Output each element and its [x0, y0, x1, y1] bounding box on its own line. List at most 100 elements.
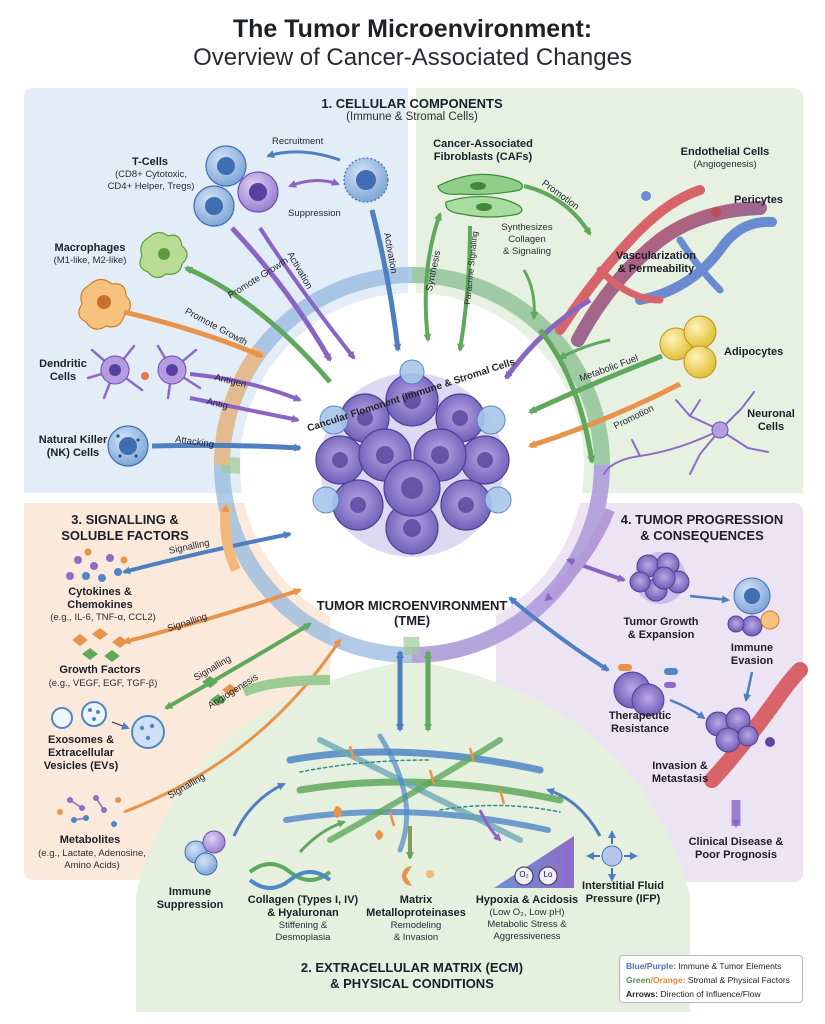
collagen-sub2: Desmoplasia — [275, 932, 331, 943]
neuron-icon — [603, 391, 769, 475]
synthesizes-line1: Synthesizes — [501, 222, 553, 233]
legend-row-blue: Blue/Purple: Immune & Tumor Elements — [626, 959, 796, 973]
resistance-icon — [613, 664, 678, 717]
mmp-line2: Metalloproteinases — [366, 907, 466, 919]
arrow-resistance-invasion — [669, 698, 706, 720]
legend-key-blue: Blue/Purple: — [626, 961, 677, 971]
metabolites-sub2: Amino Acids) — [64, 860, 120, 871]
arrow-tme-resistance — [508, 596, 610, 672]
arrow-promotion-orange — [528, 381, 682, 449]
arrow-immune-to-ecm — [232, 782, 286, 837]
center-label-1: TUMOR MICROENVIRONMENT — [316, 598, 508, 613]
arrow-growth-evasion — [689, 594, 730, 604]
page-title: The Tumor Microenvironment: — [232, 15, 593, 43]
hypoxia-o2-label: O₂ — [519, 870, 529, 879]
arrow-suppression — [288, 178, 340, 188]
collagen-line1: Collagen (Types I, IV) — [247, 894, 359, 906]
tumor-growth-line2: & Expansion — [627, 629, 695, 641]
arrow-signalling-4 — [123, 638, 342, 814]
exosomes-line2: Extracellular — [47, 747, 115, 759]
arrow-metabolic-fuel — [528, 353, 663, 415]
arrow-activation-purple — [230, 226, 333, 362]
hypoxia-icon — [494, 836, 574, 888]
mmp-line1: Matrix — [399, 894, 433, 906]
tumor-cluster — [312, 359, 512, 557]
section4-title2: & CONSEQUENCES — [640, 528, 764, 543]
label-suppression: Suppression — [288, 208, 341, 219]
arrow-promote-growth-green — [184, 265, 332, 384]
pericytes-label: Pericytes — [734, 194, 783, 206]
hypoxia-line1: Hypoxia & Acidosis — [475, 894, 579, 906]
blood-vessel-icon — [555, 185, 777, 347]
resistance-line1: Therapeutic — [608, 710, 672, 722]
immune-evasion-line1: Immune — [730, 642, 774, 654]
arrow-promotion-caf — [523, 184, 592, 236]
section2-title1: 2. EXTRACELLULAR MATRIX (ECM) — [300, 960, 524, 975]
tumor-growth-icon — [629, 552, 690, 604]
resistance-line2: Resistance — [610, 723, 670, 735]
invasion-line2: Metastasis — [651, 773, 709, 785]
arrow-collagen-to-ecm — [298, 820, 346, 854]
section1-title: 1. CELLULAR COMPONENTS — [321, 96, 503, 111]
arrow-tme-to-growth — [566, 558, 626, 582]
arrow-promote-growth-orange — [123, 309, 264, 359]
arrow-metabolic-small — [558, 338, 611, 360]
arrow-signalling-3 — [164, 622, 312, 710]
legend-key-green: Green — [626, 975, 651, 985]
clinical-line2: Poor Prognosis — [695, 849, 777, 861]
hypoxia-line2: (Low O₂, Low pH) — [489, 907, 565, 918]
section4-title1: 4. TUMOR PROGRESSION — [620, 512, 784, 527]
ifp-line1: Interstitial Fluid — [582, 880, 664, 892]
tumor-growth-line1: Tumor Growth — [623, 616, 699, 628]
exosome-icon — [51, 701, 165, 749]
macrophages-name: Macrophages — [54, 242, 126, 254]
arrow-paracrine — [457, 225, 472, 352]
legend-val-arrows: Direction of Influence/Flow — [660, 989, 761, 999]
label-recruitment: Recruitment — [272, 136, 324, 147]
growth-factors-sub: (e.g., VEGF, EGF, TGF-β) — [48, 678, 158, 689]
metabolites-sub1: (e.g., Lactate, Adenosine, — [38, 848, 146, 859]
invasion-line1: Invasion & — [652, 760, 708, 772]
nk-name1: Natural Killer — [38, 434, 108, 446]
immune-evasion-icon — [727, 577, 780, 637]
section3-title1: 3. SIGNALLING & — [71, 512, 179, 527]
exosomes-line1: Exosomes & — [47, 734, 115, 746]
tcell-icon — [193, 145, 389, 227]
arrow-ecm-to-hypoxia — [478, 809, 502, 842]
arrow-attacking — [151, 442, 302, 452]
hypoxia-lo-label: Lo — [543, 870, 553, 879]
arrow-activation-blue — [369, 209, 402, 352]
immune-evasion-line2: Evasion — [730, 655, 774, 667]
mmp-icon — [402, 866, 434, 886]
panel-ecm — [136, 660, 690, 1012]
vascular-line1: Vascularization — [615, 250, 697, 262]
immune-suppression-line1: Immune — [168, 886, 212, 898]
arrow-signalling-1 — [122, 531, 292, 575]
dendritic-cell-icon — [86, 344, 202, 400]
dendritic-name2: Cells — [49, 371, 77, 383]
immune-suppression-icon — [184, 830, 226, 876]
immune-suppression-line2: Suppression — [156, 899, 224, 911]
cytokines-line2: Chemokines — [67, 599, 133, 611]
arrow-synthesis — [423, 212, 442, 342]
endothelial-name: Endothelial Cells — [680, 146, 770, 158]
growth-factors-line1: Growth Factors — [59, 664, 141, 676]
arrow-activation-green-left — [258, 226, 356, 360]
arrow-orange-up — [220, 504, 241, 573]
arrow-ifp-to-ecm — [546, 787, 602, 837]
macrophages-desc: (M1-like, M2-like) — [53, 255, 127, 266]
arrow-signalling-2 — [122, 588, 302, 645]
caf-icon — [437, 173, 524, 218]
tcells-name: T-Cells — [131, 156, 169, 168]
synthesizes-line2: Collagen — [508, 234, 546, 245]
legend-val-green: Stromal & Physical Factors — [687, 975, 790, 985]
center-label-2: (TME) — [393, 613, 431, 628]
macrophage-icon — [78, 231, 188, 330]
arrow-antigen — [189, 372, 302, 402]
collagen-line2: & Hyaluronan — [267, 907, 339, 919]
adipocytes-label: Adipocytes — [724, 346, 784, 358]
hypoxia-sub1: Metabolic Stress & — [487, 919, 567, 930]
cafs-name2: Fibroblasts (CAFs) — [433, 151, 533, 163]
cytokine-icon — [66, 548, 128, 582]
